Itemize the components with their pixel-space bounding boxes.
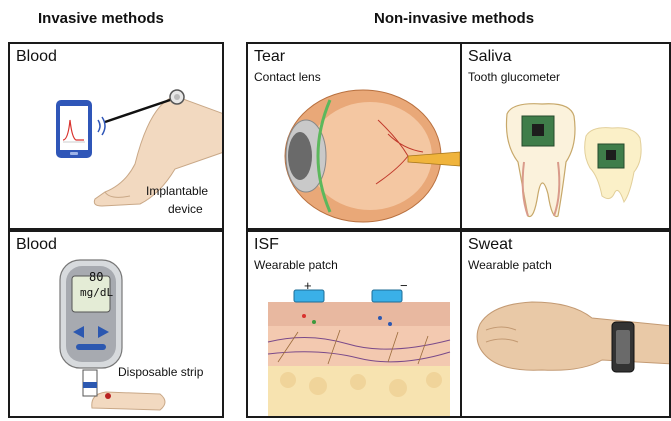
panel-blood-strip: Blood 80 mg/dL Disposable strip	[8, 230, 224, 418]
panel-blood-implantable: Blood Implantable device	[8, 42, 224, 230]
chip-icon	[522, 116, 554, 146]
non-invasive-methods-heading: Non-invasive methods	[374, 10, 534, 27]
wrist-icon	[462, 232, 671, 418]
skin-layers-icon	[248, 232, 462, 418]
invasive-methods-heading: Invasive methods	[38, 10, 164, 27]
minus-sign: −	[400, 278, 408, 293]
smartphone-icon	[56, 100, 92, 158]
chip-icon	[598, 144, 624, 168]
eye-icon	[248, 44, 462, 230]
meter-value: 80	[89, 270, 103, 284]
glucometer-illustration	[10, 232, 224, 418]
plus-sign: +	[304, 278, 312, 293]
tooth-illustration	[462, 44, 671, 230]
panel-isf: ISF Wearable patch + −	[246, 230, 462, 418]
device-label: device	[168, 202, 203, 216]
panel-saliva: Saliva Tooth glucometer	[460, 42, 671, 230]
panel-tear: Tear Contact lens	[246, 42, 462, 230]
wearable-patch-icon	[612, 322, 634, 372]
implantable-label: Implantable	[146, 184, 208, 198]
strip-label: Disposable strip	[118, 365, 203, 379]
panel-sweat: Sweat Wearable patch	[460, 230, 671, 418]
meter-unit: mg/dL	[80, 286, 113, 299]
patch-electrode-right	[372, 290, 402, 302]
implant-icon	[170, 90, 184, 104]
